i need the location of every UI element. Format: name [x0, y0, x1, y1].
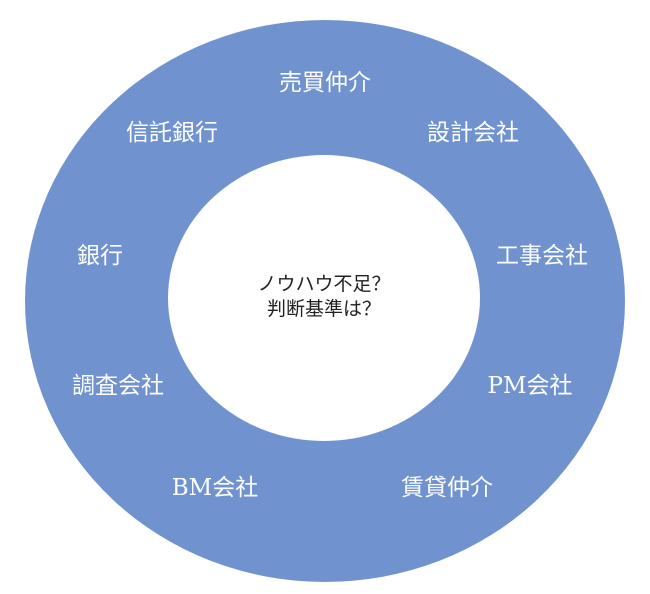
label-bm-company: BM会社 — [171, 475, 259, 501]
label-trust-bank: 信託銀行 — [126, 120, 218, 146]
inner-circle — [168, 155, 480, 441]
label-bank: 銀行 — [77, 243, 123, 269]
center-line-2: 判断基準は？ — [266, 298, 382, 320]
center-text: ノウハウ不足？ 判断基準は？ — [257, 272, 390, 322]
label-survey-company: 調査会社 — [72, 373, 164, 399]
label-rental-brokerage: 賃貸仲介 — [401, 475, 493, 501]
label-pm-company: PM会社 — [487, 373, 573, 399]
label-construction-company: 工事会社 — [496, 243, 588, 269]
label-design-company: 設計会社 — [427, 120, 519, 146]
center-line-1: ノウハウ不足？ — [257, 273, 391, 295]
label-sales-brokerage: 売買仲介 — [279, 70, 371, 96]
